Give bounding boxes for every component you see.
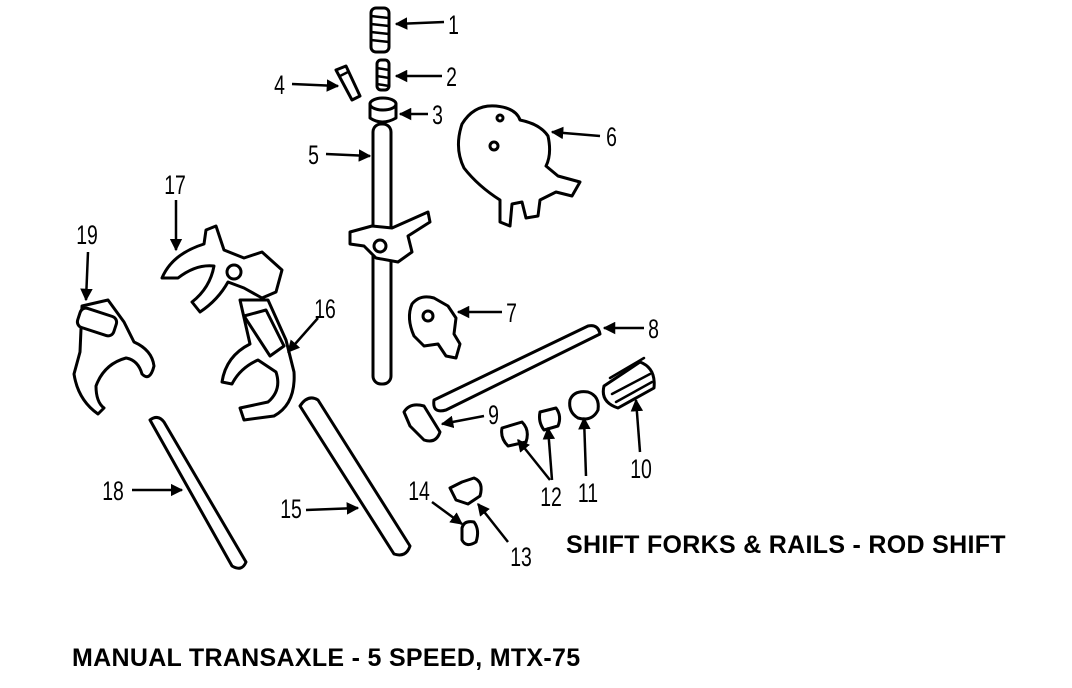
diagram-subtitle: SHIFT FORKS & RAILS - ROD SHIFT (566, 531, 1006, 559)
callout-14: 14 (408, 476, 430, 506)
part-14-ball (460, 520, 480, 547)
part-17-shift-fork (160, 224, 284, 314)
part-2-spring (375, 58, 391, 92)
callout-11: 11 (578, 478, 598, 508)
callout-1: 1 (448, 10, 459, 40)
callout-18: 18 (102, 476, 124, 506)
callout-10: 10 (630, 454, 652, 484)
part-6-shift-plate (457, 104, 582, 228)
callout-3: 3 (432, 100, 443, 130)
callout-6: 6 (606, 122, 617, 152)
callout-4: 4 (274, 70, 285, 100)
part-12-plugs (500, 406, 562, 448)
part-19-shift-fork (72, 298, 156, 416)
part-15-rail (298, 396, 412, 557)
part-7-selector (407, 295, 462, 360)
part-5-shift-shaft (348, 122, 432, 386)
callout-17: 17 (164, 170, 186, 200)
callout-19: 19 (76, 220, 98, 250)
part-10-boot (601, 356, 656, 410)
part-18-rail (148, 415, 248, 570)
callout-9: 9 (488, 400, 499, 430)
callout-12: 12 (540, 482, 562, 512)
callout-13: 13 (510, 542, 532, 572)
diagram-title: MANUAL TRANSAXLE - 5 SPEED, MTX-75 (72, 644, 581, 672)
part-3-bushing (368, 96, 398, 124)
part-16-shift-fork (220, 298, 296, 422)
callout-8: 8 (648, 314, 659, 344)
part-11-plug (568, 390, 600, 421)
part-4-pin (334, 64, 362, 102)
part-1-spring (369, 6, 391, 54)
part-9-interlock (402, 403, 442, 443)
callout-7: 7 (506, 298, 517, 328)
callout-16: 16 (314, 294, 336, 324)
part-8-rail (432, 324, 602, 413)
callout-15: 15 (280, 494, 302, 524)
callout-leaders (80, 17, 644, 543)
part-13-detent (448, 476, 483, 506)
callout-5: 5 (308, 140, 319, 170)
callout-2: 2 (446, 62, 457, 92)
